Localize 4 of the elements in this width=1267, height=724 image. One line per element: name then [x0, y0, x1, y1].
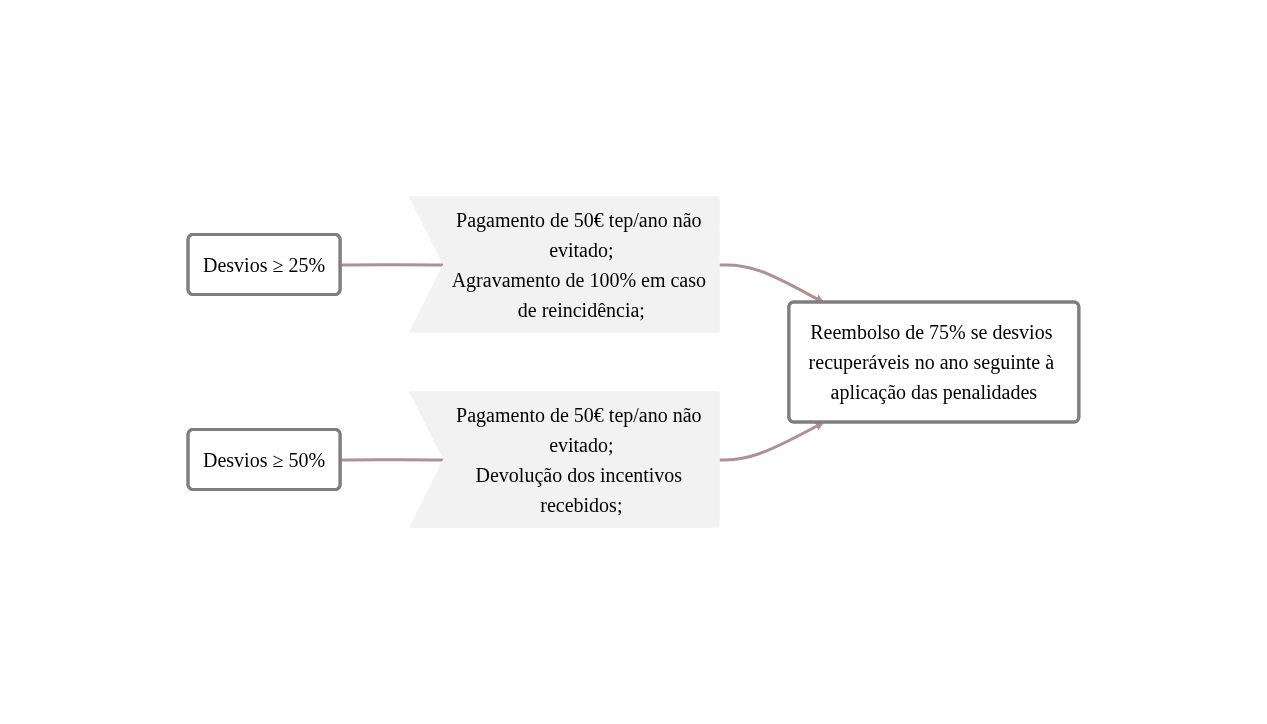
- connector: [340, 458, 445, 462]
- connector: [340, 263, 445, 267]
- arrow: [719, 263, 825, 303]
- arrow: [719, 422, 825, 462]
